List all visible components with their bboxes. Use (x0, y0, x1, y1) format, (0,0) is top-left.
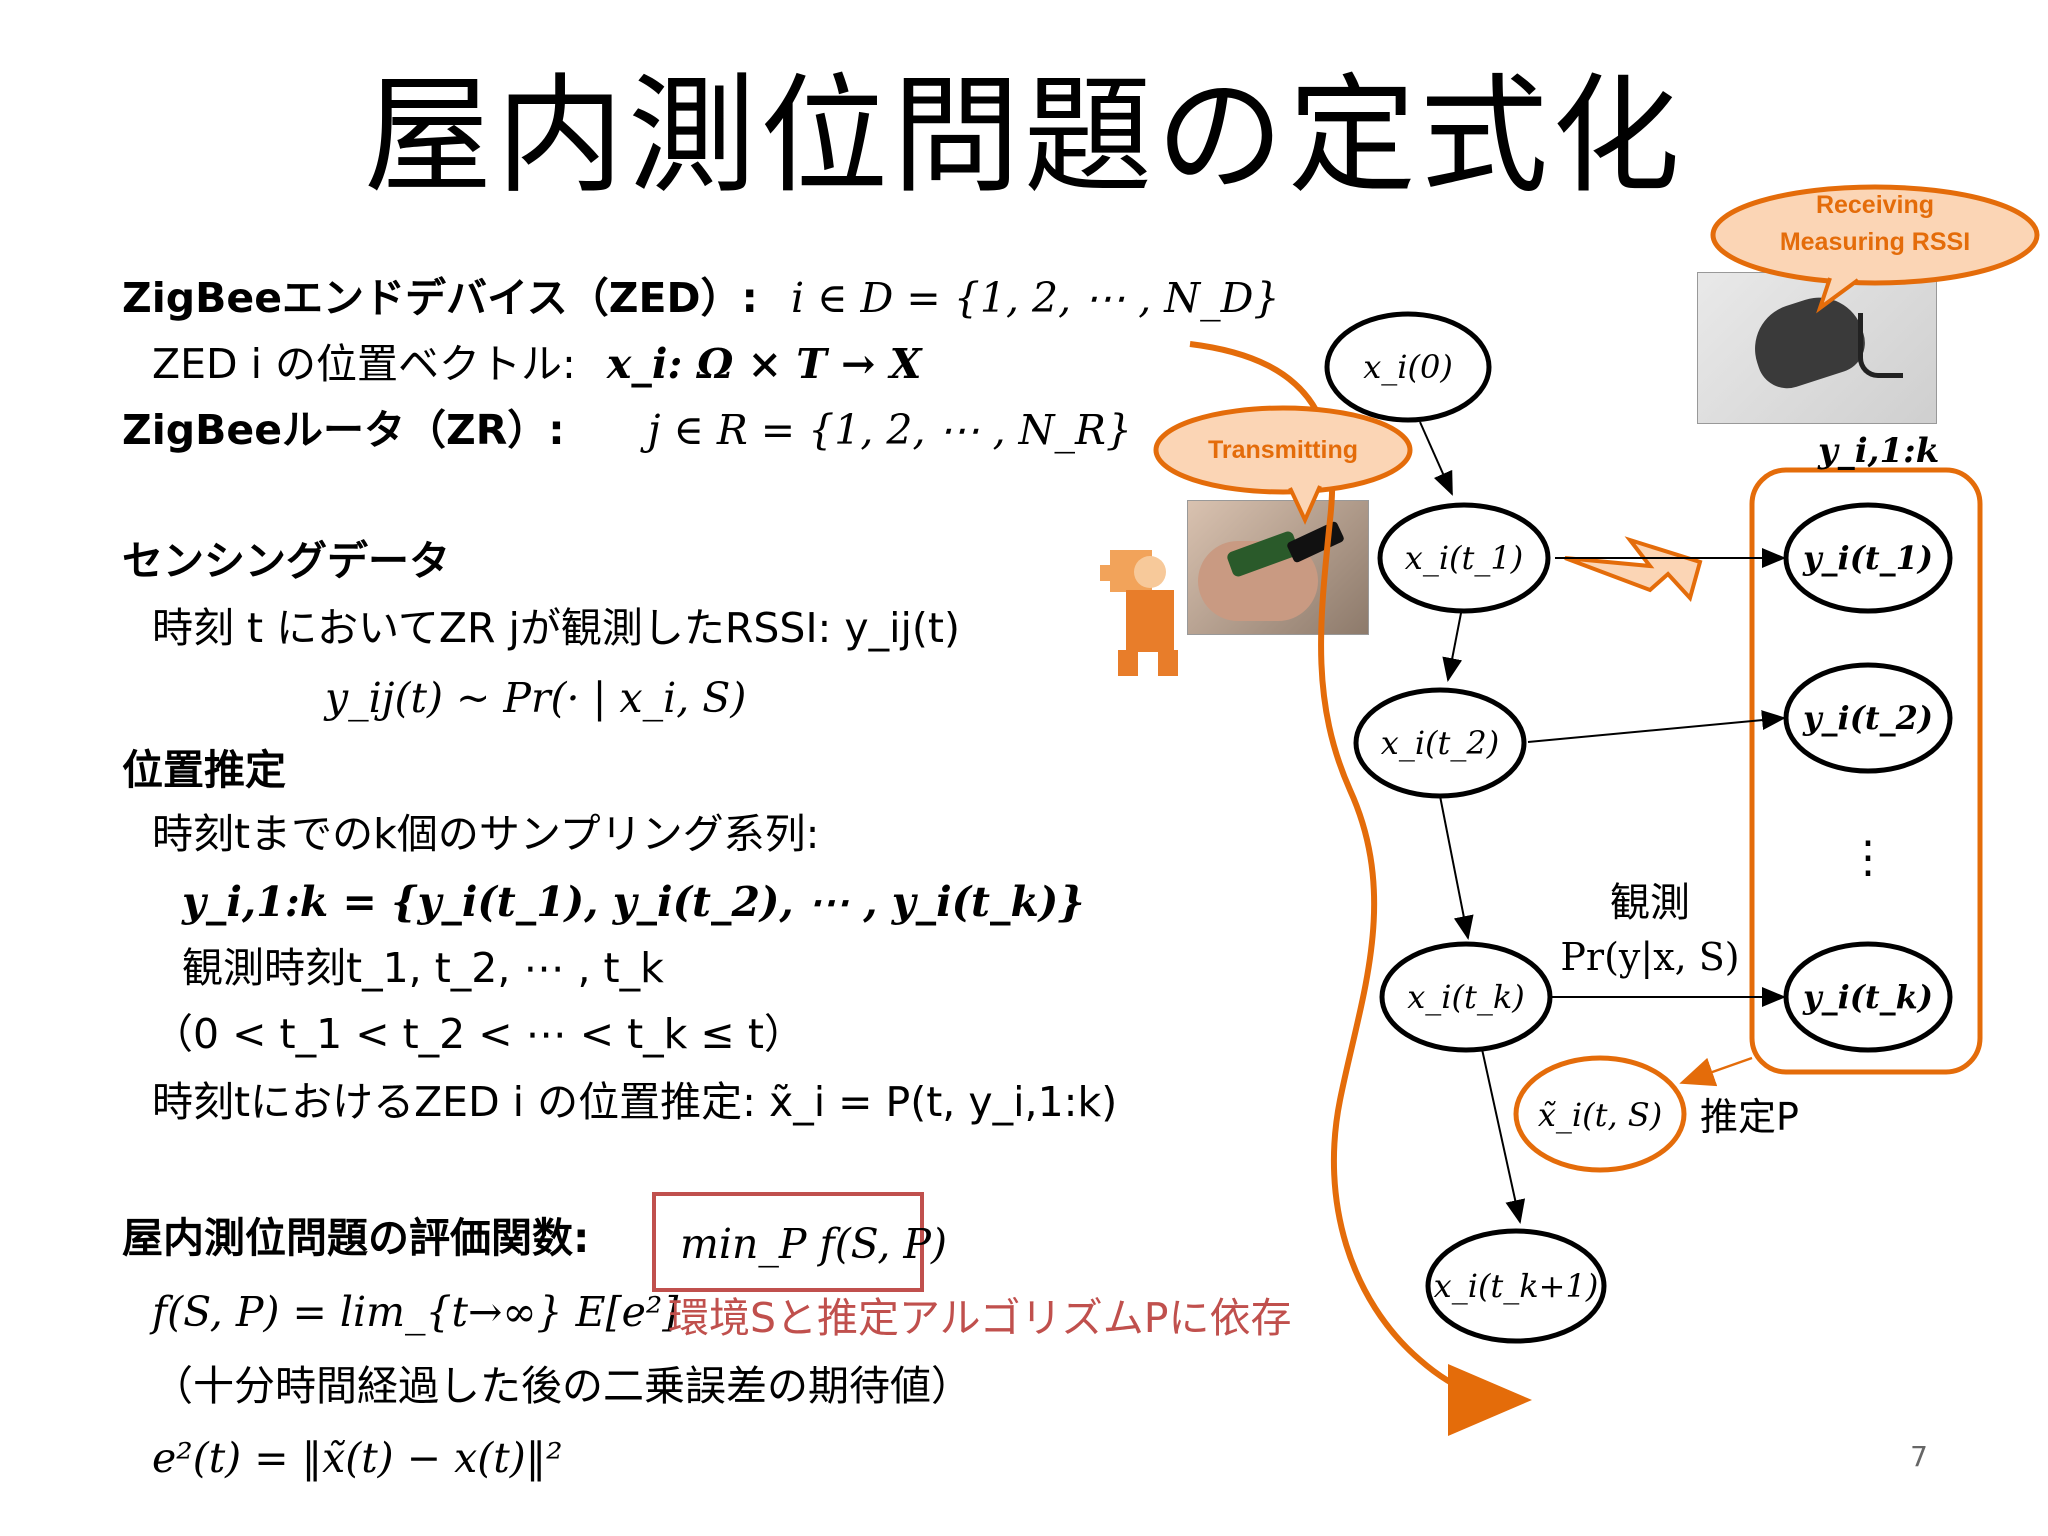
estimation-line5: 時刻tにおけるZED i の位置推定: x̃_i = P(t, y_i,1:k) (152, 1078, 1118, 1126)
receiver-photo (1697, 272, 1937, 424)
y-group-label: y_i,1:k (1817, 431, 1939, 471)
estimate-node: x̃_i(t, S) (1513, 1055, 1687, 1173)
observation-formula: Pr(y|x, S) (1560, 935, 1739, 979)
estimation-line1: 時刻tまでのk個のサンプリング系列: (152, 810, 820, 858)
svg-text:x̃_i(t, S): x̃_i(t, S) (1538, 1096, 1662, 1134)
receiver-cable-shape (1858, 313, 1903, 378)
node-x0: x_i(0) (1324, 311, 1492, 423)
slide-title: 屋内測位問題の定式化 (363, 62, 1684, 211)
edge-x1-x2 (1442, 607, 1463, 682)
estimation-line2: y_i,1:k = {y_i(t_1), y_i(t_2), ⋯ , y_i(t… (182, 878, 1085, 926)
svg-text:x_i(t_k): x_i(t_k) (1407, 978, 1525, 1016)
estimate-label: 推定P (1700, 1095, 1799, 1139)
zed-line: ZigBeeエンドデバイス（ZED）: i ∈ D = {1, 2, ⋯ , N… (122, 272, 1280, 324)
callout-receiving-line2: Measuring RSSI (1780, 228, 1970, 256)
zr-line: ZigBeeルータ（ZR）: j ∈ R = {1, 2, ⋯ , N_R} (122, 404, 1132, 456)
sensing-heading: センシングデータ (122, 537, 450, 585)
evaluation-line2: （十分時間経過した後の二乗誤差の期待値） (152, 1362, 972, 1410)
edge-x0-x1 (1419, 421, 1453, 496)
callout-receiving-line1: Receiving (1816, 191, 1934, 219)
zr-label: ZigBeeルータ（ZR）: (122, 406, 565, 454)
dependency-note: 環境Sと推定アルゴリズムPに依存 (668, 1294, 1292, 1342)
signal-bolt-icon (1564, 536, 1703, 603)
windup-figure-icon (1100, 550, 1178, 676)
svg-text:x_i(t_k+1): x_i(t_k+1) (1434, 1267, 1599, 1305)
y-ellipsis: ⋮ (1846, 832, 1890, 883)
zed-label: ZigBeeエンドデバイス（ZED）: (122, 274, 758, 322)
page-number: 7 (1910, 1440, 1928, 1473)
transmitting-callout: Transmitting (1153, 405, 1413, 525)
transmitter-photo (1187, 500, 1369, 635)
evaluation-line3: e²(t) = ‖x̃(t) − x(t)‖² (152, 1434, 563, 1482)
objective-formula: min_P f(S, P) (680, 1220, 947, 1268)
evaluation-heading: 屋内測位問題の評価関数: (122, 1214, 590, 1262)
zed-pos-formula: x_i: Ω × T → X (606, 340, 922, 388)
edge-x2-y2 (1527, 710, 1786, 743)
svg-text:x_i(0): x_i(0) (1363, 348, 1453, 386)
node-yk: y_i(t_k) (1783, 941, 1953, 1053)
objective-box: min_P f(S, P) (652, 1192, 947, 1292)
node-xk1: x_i(t_k+1) (1425, 1228, 1607, 1344)
node-y1: y_i(t_1) (1783, 502, 1953, 614)
svg-text:y_i(t_1): y_i(t_1) (1802, 539, 1933, 577)
sensing-line1: 時刻 t においてZR jが観測したRSSI: y_ij(t) (152, 604, 960, 652)
node-y2: y_i(t_2) (1783, 662, 1953, 774)
edge-group-estimate (1679, 1056, 1753, 1087)
svg-text:x_i(t_2): x_i(t_2) (1381, 724, 1499, 762)
node-x2: x_i(t_2) (1353, 687, 1527, 799)
node-x1: x_i(t_1) (1377, 502, 1551, 614)
svg-text:x_i(t_1): x_i(t_1) (1405, 539, 1523, 577)
observation-label: 観測 (1610, 880, 1690, 926)
svg-text:y_i(t_2): y_i(t_2) (1802, 699, 1933, 737)
estimation-line4: （0 < t_1 < t_2 < ⋯ < t_k ≤ t） (152, 1010, 805, 1058)
zed-formula: i ∈ D = {1, 2, ⋯ , N_D} (790, 274, 1280, 322)
zr-formula: j ∈ R = {1, 2, ⋯ , N_R} (647, 406, 1132, 454)
estimation-line3: 観測時刻t_1, t_2, ⋯ , t_k (182, 944, 664, 992)
edge-x2-xk (1439, 795, 1474, 940)
estimation-heading: 位置推定 (122, 746, 286, 794)
receiving-callout: Receiving Measuring RSSI (1710, 184, 2040, 314)
sensing-line2: y_ij(t) ~ Pr(· | x_i, S) (325, 674, 747, 722)
observation-group (1749, 467, 1983, 1075)
zed-pos-line: ZED i の位置ベクトル: x_i: Ω × T → X (152, 338, 921, 390)
zed-pos-label: ZED i の位置ベクトル: (152, 340, 576, 388)
evaluation-line1: f(S, P) = lim_{t→∞} E[e²] (152, 1288, 679, 1336)
callout-transmitting: Transmitting (1208, 436, 1358, 464)
svg-text:y_i(t_k): y_i(t_k) (1802, 978, 1933, 1016)
node-xk: x_i(t_k) (1379, 941, 1553, 1053)
edge-xk-xk1 (1479, 1039, 1526, 1224)
